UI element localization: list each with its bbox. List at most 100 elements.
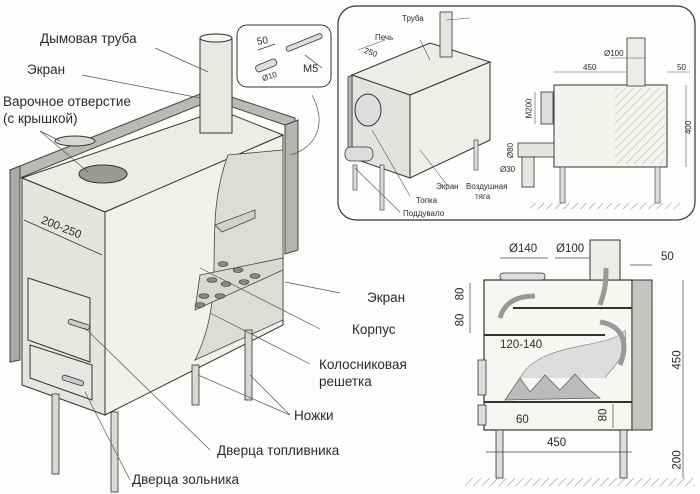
cooking-hole bbox=[78, 164, 128, 184]
grate-hole bbox=[249, 273, 261, 279]
main-stove-drawing bbox=[9, 33, 341, 493]
label-ash-door: Дверца зольника bbox=[132, 472, 240, 487]
sauna-label-air-draft: Воздушная bbox=[466, 182, 508, 191]
section-dim-ash-height: 80 bbox=[597, 408, 610, 422]
section-ash-door bbox=[477, 404, 487, 426]
sauna-label-screen: Экран bbox=[436, 182, 459, 191]
bolt-inset-frame bbox=[236, 24, 332, 88]
section-dim-top-gap-2: 80 bbox=[454, 313, 467, 327]
section-chimney bbox=[589, 239, 621, 281]
sauna-section-stones bbox=[615, 88, 665, 164]
ash-door[interactable] bbox=[29, 344, 93, 401]
sauna-section-inlet bbox=[517, 142, 555, 158]
sauna-dim-length: 450 bbox=[583, 63, 597, 72]
inner-shelf bbox=[214, 209, 256, 233]
fuel-door[interactable] bbox=[27, 277, 91, 363]
section-dim-cooking-hole: Ø140 bbox=[509, 243, 538, 255]
leg bbox=[110, 411, 119, 493]
sauna-label-firebox: Топка bbox=[416, 196, 438, 205]
grate-hole bbox=[238, 279, 250, 285]
section-dim-height: 450 bbox=[671, 350, 684, 370]
screen-panel-right bbox=[284, 119, 299, 255]
fuel-door-handle[interactable] bbox=[67, 318, 90, 331]
section-dim-top-gap-1: 80 bbox=[454, 287, 467, 301]
bolt bbox=[285, 33, 323, 52]
label-screen-side: Экран bbox=[367, 290, 406, 305]
sauna-firebox-door bbox=[354, 93, 382, 127]
leader-lines bbox=[39, 47, 341, 481]
leg bbox=[244, 329, 253, 401]
sauna-leg bbox=[379, 164, 385, 211]
bolt-length: 50 bbox=[256, 35, 269, 48]
sauna-dim-inlet: Ø80 bbox=[506, 142, 516, 159]
label-cooking-hole-lid: (с крышкой) bbox=[3, 111, 78, 126]
sauna-section-leg bbox=[559, 166, 566, 204]
label-cooking-hole: Варочное отверстие bbox=[3, 94, 131, 109]
label-fuel-door: Дверца топливника bbox=[217, 443, 340, 458]
section-ground bbox=[465, 478, 695, 486]
section-screen bbox=[631, 279, 653, 431]
label-legs: Ножки bbox=[294, 408, 334, 423]
chimney-top bbox=[199, 33, 233, 43]
dimension-line bbox=[257, 43, 276, 51]
sauna-leader-lines bbox=[354, 17, 471, 213]
sauna-dim-door: M200 bbox=[524, 98, 534, 119]
sauna-label-ash-pit: Поддувало bbox=[403, 209, 445, 218]
sauna-label-pipe: Труба bbox=[402, 14, 424, 23]
flow-arrow bbox=[597, 267, 609, 306]
bolt-inset bbox=[236, 24, 332, 88]
sauna-label-air-draft-2: тяга bbox=[475, 192, 491, 201]
section-dim-fuel-door: 120-140 bbox=[500, 339, 543, 351]
sauna-inset-frame bbox=[337, 5, 696, 221]
sauna-section-air-pipe bbox=[521, 156, 535, 188]
leg bbox=[51, 393, 60, 475]
sauna-dim-small: Ø30 bbox=[500, 165, 516, 174]
sauna-dim-height: 400 bbox=[684, 120, 694, 135]
label-grate-2: решетка bbox=[319, 374, 372, 389]
section-dim-width: 450 bbox=[547, 437, 567, 449]
sauna-dim-gap: 50 bbox=[677, 63, 686, 72]
grate-hole bbox=[206, 277, 218, 283]
sauna-leg bbox=[352, 164, 358, 191]
grate-hole bbox=[198, 293, 210, 299]
sauna-dimension-lines bbox=[357, 39, 690, 167]
sauna-stove-side bbox=[409, 61, 491, 179]
section-dim-screen-gap: 50 bbox=[661, 251, 674, 263]
sauna-section-door bbox=[540, 91, 554, 125]
sauna-inset bbox=[337, 5, 696, 221]
ash-door-handle[interactable] bbox=[61, 374, 84, 387]
sauna-leg bbox=[473, 139, 479, 171]
leg bbox=[191, 364, 200, 406]
section-fuel-door bbox=[477, 359, 487, 396]
flow-arrow bbox=[497, 293, 536, 319]
sauna-pipe bbox=[439, 11, 453, 58]
grate-hole bbox=[217, 261, 229, 267]
grate-hole bbox=[194, 302, 206, 308]
sauna-ground bbox=[530, 203, 680, 209]
sauna-dim-pipe: Ø100 bbox=[604, 49, 624, 58]
grate-hole bbox=[214, 293, 226, 299]
grate-hole bbox=[220, 281, 232, 287]
screen-panel-left bbox=[9, 165, 21, 363]
label-chimney: Дымовая труба bbox=[40, 31, 137, 46]
sauna-section-chimney bbox=[626, 37, 646, 87]
spacer-tube bbox=[255, 58, 278, 73]
dimension-line bbox=[23, 219, 103, 256]
section-dim-ash-door: 60 bbox=[516, 414, 529, 426]
sauna-ash-pipe bbox=[344, 146, 374, 162]
section-dimension-lines bbox=[469, 257, 684, 478]
chimney-pipe bbox=[199, 37, 233, 134]
section-drawing bbox=[465, 239, 695, 486]
section-dim-chimney: Ø100 bbox=[556, 243, 585, 255]
bolt-thread: M5 bbox=[303, 63, 319, 75]
label-body: Корпус bbox=[352, 322, 396, 337]
section-leg bbox=[495, 429, 504, 479]
fire-wood bbox=[504, 373, 601, 401]
label-screen-top: Экран bbox=[27, 62, 66, 77]
grate-hole bbox=[232, 267, 244, 273]
cooking-lid bbox=[54, 135, 96, 147]
leader-line bbox=[304, 54, 323, 69]
label-grate: Колосниковая bbox=[319, 357, 407, 372]
section-cooking-lid bbox=[499, 272, 546, 281]
